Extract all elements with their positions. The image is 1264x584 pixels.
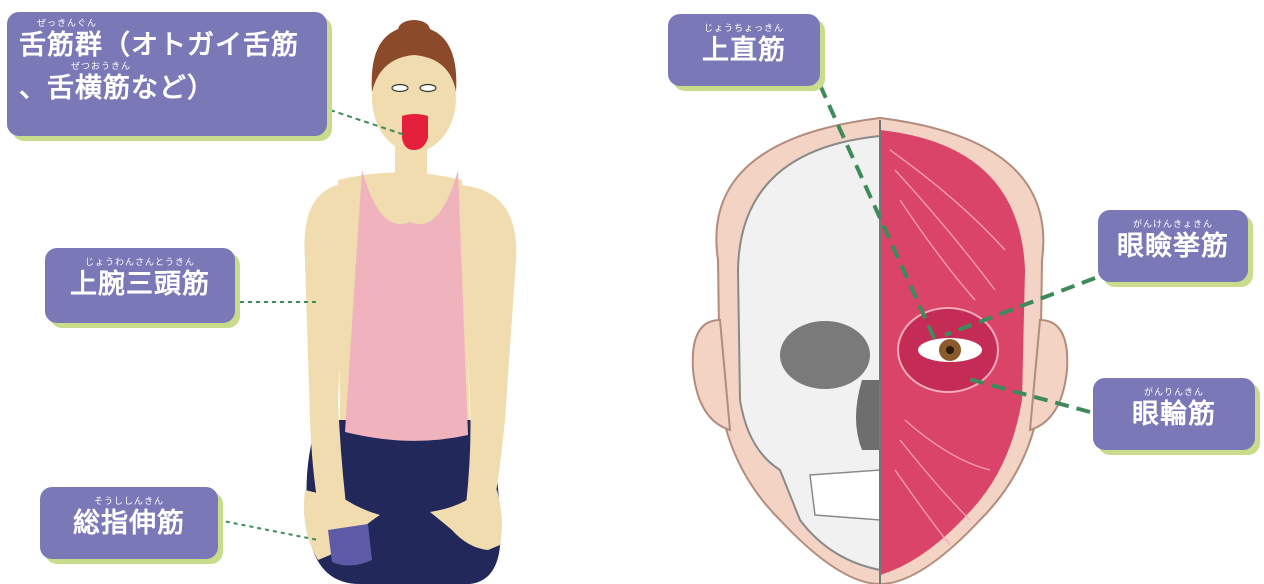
leader-extensor xyxy=(218,520,318,540)
label-tongue-muscles: ぜっきんぐん 舌筋群（オトガイ舌筋 ぜつおうきん 、舌横筋など） xyxy=(7,12,327,136)
woman-figure xyxy=(304,20,516,584)
superior-rectus-ruby: じょうちょっきん xyxy=(668,24,820,34)
tongue-ruby-1: ぜっきんぐん xyxy=(7,20,327,29)
tongue-ruby-2: ぜつおうきん xyxy=(7,63,327,72)
orbicularis-text: 眼輪筋 xyxy=(1093,398,1255,432)
levator-ruby: がんけんきょきん xyxy=(1098,220,1248,230)
label-superior-rectus: じょうちょっきん 上直筋 xyxy=(668,14,820,86)
tongue-line-2: 、舌横筋など） xyxy=(7,72,327,106)
label-levator: がんけんきょきん 眼瞼挙筋 xyxy=(1098,210,1248,282)
tongue xyxy=(402,114,428,150)
label-triceps: じょうわんさんとうきん 上腕三頭筋 xyxy=(45,248,235,323)
skull-diagram xyxy=(693,118,1068,584)
superior-rectus-text: 上直筋 xyxy=(668,34,820,68)
hand-highlight xyxy=(328,524,372,566)
nasal-cavity xyxy=(856,380,880,450)
label-extensor: そうししんきん 総指伸筋 xyxy=(40,487,218,559)
extensor-text: 総指伸筋 xyxy=(40,507,218,541)
eye-socket xyxy=(780,321,870,389)
triceps-ruby: じょうわんさんとうきん xyxy=(45,258,235,268)
extensor-ruby: そうししんきん xyxy=(40,497,218,507)
tongue-line-1: 舌筋群（オトガイ舌筋 xyxy=(7,29,327,63)
orbicularis-ruby: がんりんきん xyxy=(1093,388,1255,398)
triceps-text: 上腕三頭筋 xyxy=(45,268,235,302)
levator-text: 眼瞼挙筋 xyxy=(1098,230,1248,264)
label-orbicularis: がんりんきん 眼輪筋 xyxy=(1093,378,1255,450)
